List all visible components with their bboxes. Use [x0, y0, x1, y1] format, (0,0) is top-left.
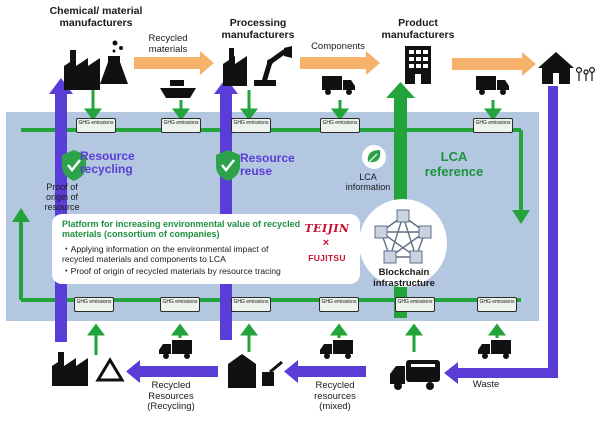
ghg-box: GHG emissions: [160, 297, 200, 312]
ghg-box: GHG emissions: [320, 118, 360, 133]
shield-check-icon: [216, 150, 240, 181]
teijin-logo: TEIJIN: [304, 222, 350, 235]
recycle-icon: [95, 357, 125, 382]
sorting-plant-icon: [228, 354, 283, 388]
factory-icon: [52, 352, 88, 386]
factory-icon: [64, 50, 100, 90]
robot-arm-icon: [261, 49, 287, 85]
label-lca-reference: LCA reference: [424, 149, 484, 179]
truck-icon: [476, 76, 509, 95]
actor-chemical: Chemical/ material manufacturers: [49, 5, 143, 29]
actor-product: Product manufacturers: [381, 17, 455, 41]
loop-arrow-up: [12, 208, 30, 222]
flask-icon: [100, 40, 128, 84]
label-proof-of-origin: Proof of origin of resource: [44, 182, 80, 213]
logo-times: ×: [322, 237, 330, 249]
fujitsu-logo: FUJITSU: [308, 253, 346, 263]
ghg-box: GHG emissions: [76, 118, 116, 133]
truck-icon: [478, 340, 511, 359]
flow-recycled-resources-recycling: Recycled Resources (Recycling): [147, 380, 195, 413]
ghg-box: GHG emissions: [231, 297, 271, 312]
truck-icon: [159, 340, 192, 359]
blockchain-network-icon: [359, 199, 447, 287]
flow-recycled-resources-mixed: Recycled resources (mixed): [314, 380, 356, 413]
platform-title: Platform for increasing environmental va…: [62, 219, 301, 240]
ghg-box: GHG emissions: [477, 297, 517, 312]
lca-reference-arrow-head: [386, 82, 415, 98]
ghg-box: GHG emissions: [473, 118, 513, 133]
label-blockchain: Blockchain infrastructure: [373, 267, 435, 289]
top-emission-arrows: [84, 90, 502, 121]
ghg-box: GHG emissions: [74, 297, 114, 312]
flow-components: Components: [311, 41, 365, 52]
platform-bullet-tracing: ・Proof of origin of recycled materials b…: [62, 266, 281, 276]
family-icon: [575, 66, 595, 81]
loop-arrow-down: [512, 210, 530, 224]
platform-bullet-lca: ・Applying information on the environment…: [62, 244, 269, 264]
platform-box: [52, 214, 360, 284]
flow-waste: Waste: [472, 379, 500, 390]
ghg-box: GHG emissions: [395, 297, 435, 312]
processing-factory-icon: [223, 48, 247, 86]
ghg-box: GHG emissions: [161, 118, 201, 133]
leaf-icon: [362, 145, 386, 169]
blockchain-nodes: [374, 209, 432, 264]
ghg-box: GHG emissions: [231, 118, 271, 133]
label-resource-recycling: Resource recycling: [80, 149, 135, 177]
truck-icon: [322, 76, 355, 95]
shield-check-icon: [62, 150, 86, 181]
actor-processing: Processing manufacturers: [221, 17, 295, 41]
label-lca-information: LCA information: [345, 172, 391, 193]
truck-icon: [320, 340, 353, 359]
bottom-emission-arrows: [87, 323, 506, 355]
label-resource-reuse: Resource reuse: [240, 151, 295, 179]
ghg-box: GHG emissions: [319, 297, 359, 312]
forward-arrows: [134, 51, 536, 76]
flow-recycled-materials: Recycled materials: [148, 33, 188, 55]
house-icon: [538, 52, 574, 84]
ship-icon: [160, 80, 196, 98]
